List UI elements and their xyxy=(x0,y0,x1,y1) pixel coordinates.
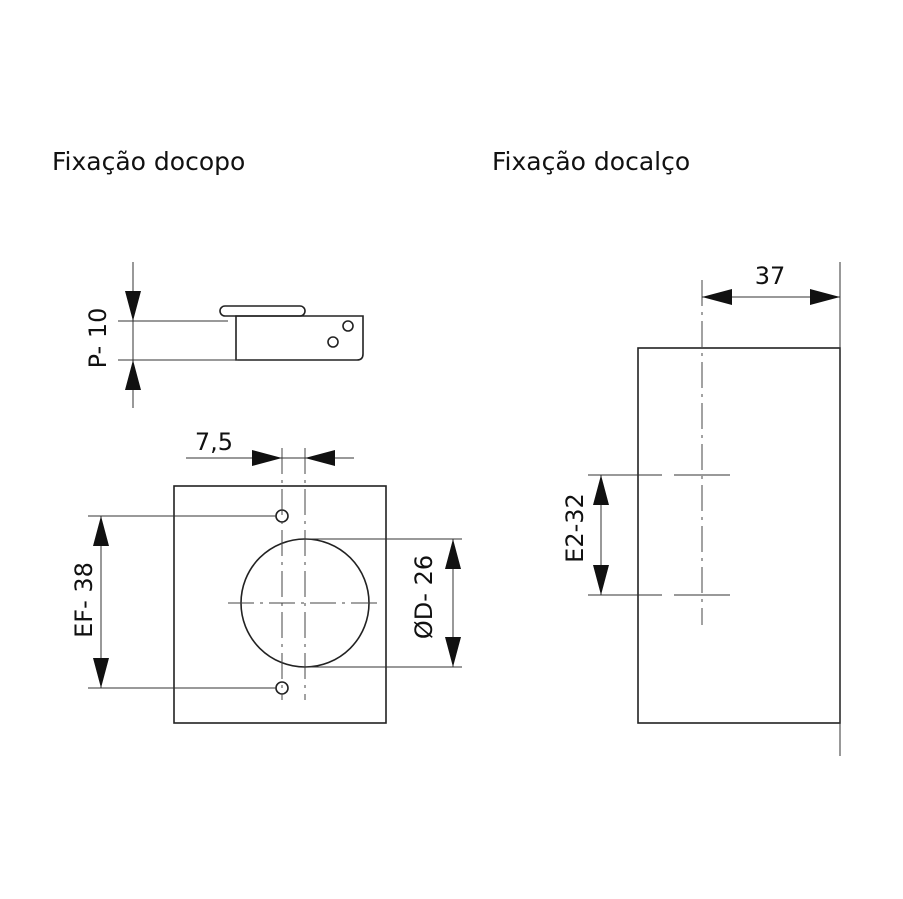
arrow-head xyxy=(445,539,461,569)
diameter-dimension: ØD- 26 xyxy=(305,538,462,668)
door-panel xyxy=(173,485,387,724)
arrow-head xyxy=(125,291,141,321)
arrow-head xyxy=(252,450,282,466)
hinge-front-view xyxy=(173,448,387,724)
title-plate-fixing: Fixação docalço xyxy=(492,147,690,176)
width-dimension: 37 xyxy=(702,262,840,305)
screw-hole xyxy=(342,320,354,332)
arrow-head xyxy=(125,360,141,390)
arrow-head xyxy=(445,637,461,667)
arrow-head xyxy=(702,289,732,305)
arrow-head xyxy=(593,475,609,505)
ef-dimension: EF- 38 xyxy=(70,515,276,689)
dimension-label-ef: EF- 38 xyxy=(70,562,98,638)
plate-view xyxy=(637,262,841,756)
dimension-label-p: P- 10 xyxy=(84,308,112,369)
dimension-label-diameter: ØD- 26 xyxy=(410,555,438,639)
dimension-label-width: 37 xyxy=(755,262,786,290)
arrow-head xyxy=(93,516,109,546)
p-dimension: P- 10 xyxy=(84,262,238,408)
arrow-head xyxy=(593,565,609,595)
screw-hole xyxy=(327,336,339,348)
arrow-head xyxy=(810,289,840,305)
e-dimension: E2-32 xyxy=(561,474,662,596)
hinge-cup-body xyxy=(235,315,364,361)
hinge-arm xyxy=(219,305,306,317)
dimension-label-e: E2-32 xyxy=(561,493,589,563)
arrow-head xyxy=(305,450,335,466)
arrow-head xyxy=(93,658,109,688)
cabinet-side-panel xyxy=(637,347,841,724)
offset-dimension: 7,5 xyxy=(186,428,354,466)
title-cup-fixing: Fixação docopo xyxy=(52,147,245,176)
hinge-side-view xyxy=(219,305,364,361)
dimension-label-offset: 7,5 xyxy=(195,428,233,456)
